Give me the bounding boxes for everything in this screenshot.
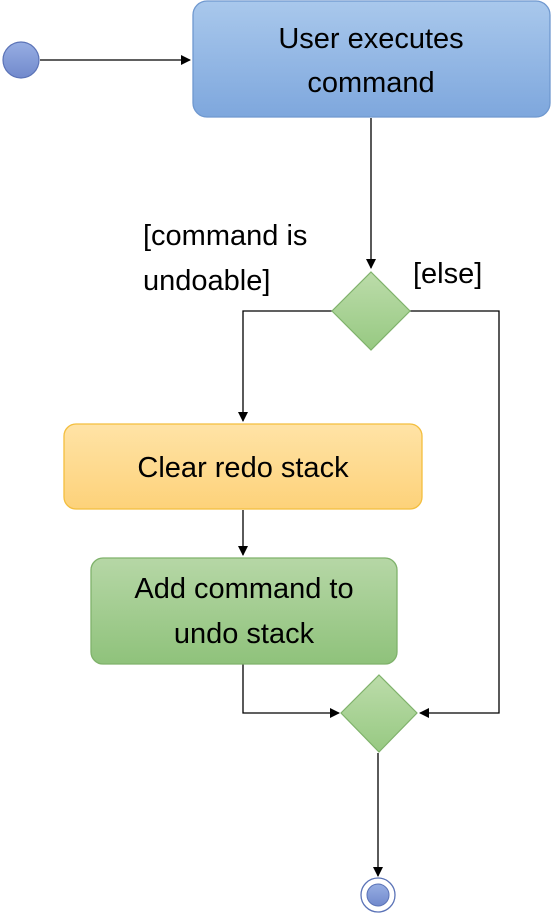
- action-clear-redo-stack: Clear redo stack: [63, 423, 423, 510]
- merge-node: [340, 674, 418, 753]
- action-box: [63, 423, 423, 510]
- action-add-command-to-undo-stack: Add command to undo stack: [90, 557, 398, 665]
- action-box: [90, 557, 398, 665]
- action-label: Clear redo stack: [137, 452, 349, 484]
- action-label-line-1: User executes: [278, 23, 463, 55]
- edge-decision-to-clear-redo: [238, 310, 332, 422]
- action-label-line-1: Add command to: [134, 573, 353, 605]
- guard-undoable-line-2: undoable]: [143, 265, 270, 297]
- final-node-core: [366, 883, 390, 907]
- decision-node: [331, 271, 411, 351]
- guard-undoable-line-1: [command is: [143, 220, 307, 252]
- final-node: [360, 877, 396, 913]
- edge-decision-else-to-merge: [410, 310, 500, 718]
- action-box: [192, 0, 551, 118]
- edge-add-undo-to-merge: [242, 664, 340, 718]
- action-user-executes-command: User executes command: [192, 0, 551, 118]
- action-label-line-2: command: [307, 67, 434, 99]
- action-label-line-2: undo stack: [174, 618, 315, 650]
- guard-else: [else]: [413, 258, 482, 290]
- initial-node: [2, 41, 40, 79]
